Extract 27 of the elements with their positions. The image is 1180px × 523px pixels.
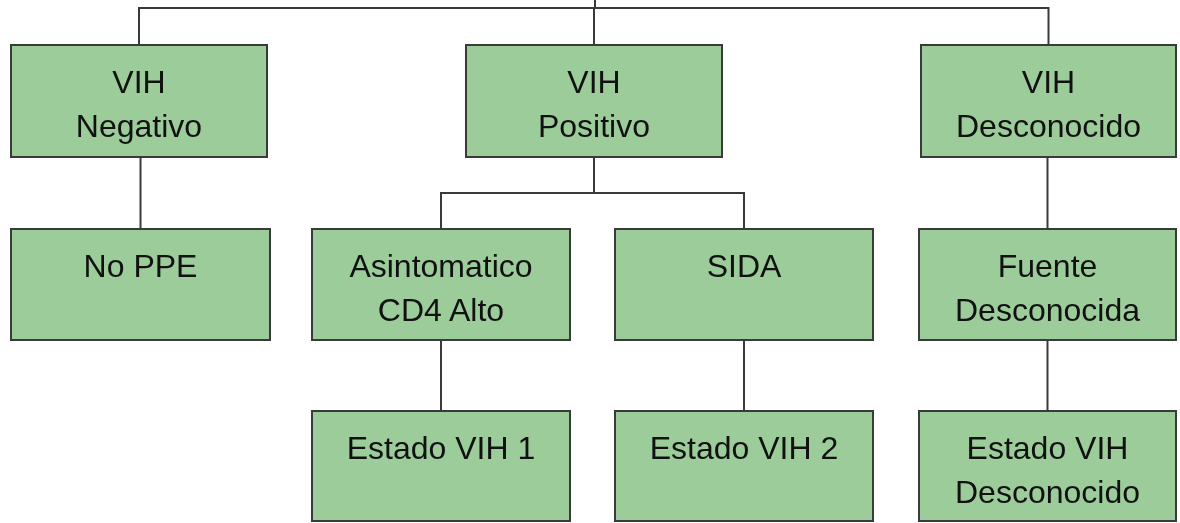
connector-line [593,157,745,229]
process-box [614,410,874,522]
box-label: Fuente Desconocida [954,247,1141,330]
process-box [918,410,1177,522]
process-box [311,228,571,341]
connector-line [139,157,142,229]
box-label: Estado VIH 2 [649,429,839,468]
box-label: VIH Desconocido [955,63,1142,146]
connector-line [743,340,745,411]
box-label: Asintomatico CD4 Alto [348,247,534,330]
connector-line [440,340,442,411]
box-label: VIH Negativo [74,63,204,146]
process-box [918,228,1177,341]
process-box [10,44,268,158]
connector-line [594,0,1050,45]
process-box [465,44,723,158]
connector-line [1046,157,1049,229]
process-box [920,44,1177,158]
connector-line [1046,340,1049,411]
box-label: Estado VIH 1 [346,429,536,468]
process-box [614,228,874,341]
process-box [10,228,271,341]
box-label: Estado VIH Desconocido [954,429,1141,512]
process-box [311,410,571,522]
box-label: No PPE [83,247,198,286]
box-label: SIDA [706,247,782,286]
box-label: VIH Positivo [536,63,651,146]
